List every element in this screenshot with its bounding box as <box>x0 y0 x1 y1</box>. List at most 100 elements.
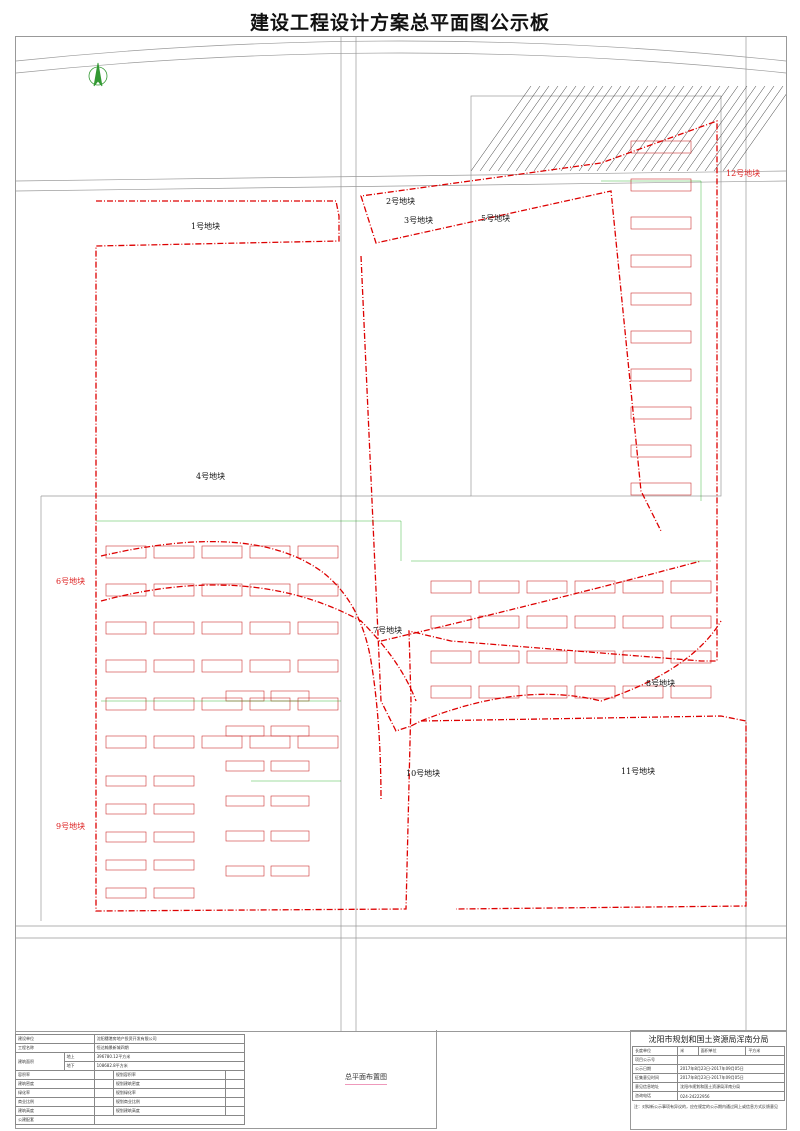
hatch-line <box>551 85 613 172</box>
value: 024-24222956 <box>677 1091 785 1101</box>
building <box>225 865 265 877</box>
building <box>201 621 243 635</box>
plot-label-9: 9号地块 <box>56 821 85 831</box>
value: 米 <box>677 1046 699 1056</box>
building <box>630 140 692 154</box>
building <box>105 659 147 673</box>
building <box>630 368 692 382</box>
label: 意见信息地址 <box>631 1082 679 1092</box>
building <box>105 831 147 843</box>
value: 沈阳穗港房地产投资开发有限公司 <box>93 1034 246 1044</box>
hatch-line <box>569 85 631 172</box>
building <box>225 690 265 702</box>
plot-label-5: 5号地块 <box>481 213 510 223</box>
plot-label-1: 1号地块 <box>191 221 220 231</box>
plot-label-2: 2号地块 <box>386 196 415 206</box>
value: 108682.8平方米 <box>93 1061 246 1071</box>
label: 绿化率 <box>15 1088 95 1098</box>
hatch-line <box>596 85 658 172</box>
building <box>630 444 692 458</box>
building <box>270 865 310 877</box>
hatch-line <box>713 85 775 172</box>
label: 规划建筑高度 <box>112 1106 226 1116</box>
building <box>201 659 243 673</box>
building <box>105 859 147 871</box>
building <box>630 330 692 344</box>
building <box>430 650 472 664</box>
hatch-line <box>479 85 541 172</box>
building <box>574 615 616 629</box>
label: 商业比例 <box>15 1097 95 1107</box>
value <box>677 1055 785 1065</box>
building <box>225 725 265 737</box>
hatch-line <box>632 85 694 172</box>
hatch-line <box>470 85 532 172</box>
building <box>105 775 147 787</box>
building <box>670 685 712 699</box>
building <box>153 775 195 787</box>
label: 建筑密度 <box>15 1079 95 1089</box>
building <box>478 580 520 594</box>
hatch-line <box>722 85 784 172</box>
label: 规划绿化率 <box>112 1088 226 1098</box>
building <box>105 583 147 597</box>
building <box>630 216 692 230</box>
building <box>201 583 243 597</box>
building <box>670 580 712 594</box>
hatch-line <box>524 85 586 172</box>
building <box>201 697 243 711</box>
plot-label-12: 12号地块 <box>726 168 760 178</box>
building <box>630 406 692 420</box>
hatch-line <box>560 85 622 172</box>
building <box>201 735 243 749</box>
plot-label-4: 4号地块 <box>196 471 225 481</box>
label: 建筑面积 <box>15 1052 65 1071</box>
building <box>430 580 472 594</box>
building <box>225 760 265 772</box>
building <box>478 685 520 699</box>
value: 恒达翰景新城四期 <box>93 1043 246 1053</box>
building <box>430 615 472 629</box>
building <box>574 580 616 594</box>
label: 地下 <box>63 1061 95 1071</box>
building <box>153 735 195 749</box>
building <box>225 830 265 842</box>
building <box>630 292 692 306</box>
hatch-line <box>650 85 712 172</box>
building <box>153 545 195 559</box>
building <box>622 615 664 629</box>
building <box>297 697 339 711</box>
building <box>153 887 195 899</box>
hatch-line <box>578 85 640 172</box>
building <box>249 583 291 597</box>
agency-frame <box>630 1030 787 1130</box>
building <box>153 859 195 871</box>
label: 建筑高度 <box>15 1106 95 1116</box>
building <box>105 803 147 815</box>
notice-note: 注：对拟新公示事项有异议的，应在规定的公示期内通过网上或信息方式反馈意见 <box>634 1104 778 1109</box>
building <box>526 580 568 594</box>
site-plan-map: 1号地块 2号地块 3号地块 4号地块 5号地块 6号地块 7号地块 8号地块 … <box>15 36 787 1032</box>
building <box>249 545 291 559</box>
building <box>622 580 664 594</box>
building <box>105 887 147 899</box>
hatch-line <box>704 85 766 172</box>
agency-name: 沈阳市规划和国土资源局浑南分局 <box>648 1035 769 1044</box>
building <box>153 803 195 815</box>
label: 建设单位 <box>15 1034 95 1044</box>
building <box>270 795 310 807</box>
label: 工程名称 <box>15 1043 95 1053</box>
building <box>249 659 291 673</box>
building <box>270 725 310 737</box>
plot-label-10: 10号地块 <box>406 768 440 778</box>
plot-label-6: 6号地块 <box>56 576 85 586</box>
building <box>249 621 291 635</box>
building <box>630 254 692 268</box>
value: 396780.12平方米 <box>93 1052 246 1062</box>
building <box>630 482 692 496</box>
building <box>249 735 291 749</box>
label: 规划建筑密度 <box>112 1079 226 1089</box>
